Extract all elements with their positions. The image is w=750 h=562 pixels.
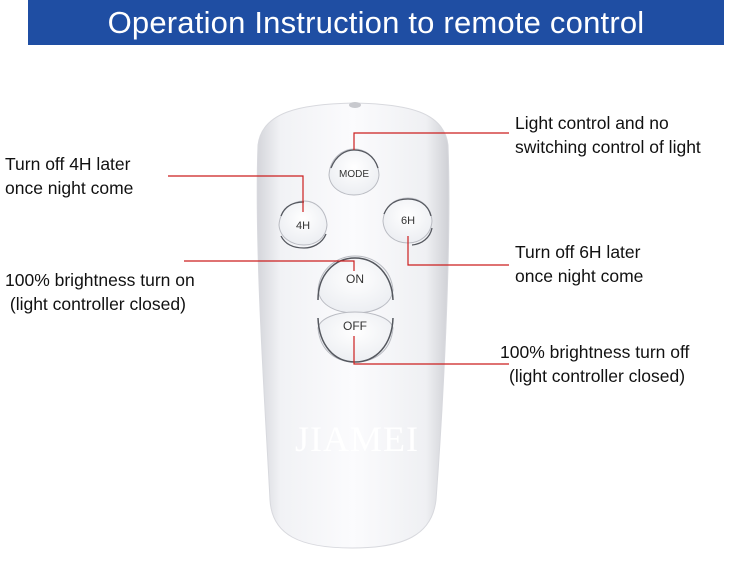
- six-hour-button[interactable]: 6H: [382, 197, 433, 246]
- mode-leader-line: [353, 132, 509, 150]
- mode-callout: Light control and no switching control o…: [515, 111, 701, 159]
- six-hour-callout: Turn off 6H later once night come: [515, 240, 643, 288]
- six-hour-callout-line-2: once night come: [515, 266, 644, 286]
- off-callout-line-2: (light controller closed): [509, 366, 686, 386]
- four-hour-button-label: 4H: [296, 220, 310, 232]
- off-callout: 100% brightness turn off (light controll…: [500, 340, 689, 388]
- mode-callout-line-1: Light control and no: [515, 113, 669, 133]
- brand-logo: JIAMEI: [295, 419, 419, 459]
- off-button[interactable]: OFF: [317, 311, 394, 363]
- mode-button-label: MODE: [339, 169, 369, 180]
- on-button-label: ON: [346, 272, 364, 286]
- mode-callout-line-2: switching control of light: [515, 137, 701, 157]
- on-callout: 100% brightness turn on (light controlle…: [5, 268, 195, 316]
- title-banner: Operation Instruction to remote control: [28, 0, 724, 45]
- off-callout-line-1: 100% brightness turn off: [500, 342, 690, 362]
- four-hour-callout-line-2: once night come: [5, 178, 134, 198]
- remote-top-nub: [349, 102, 361, 108]
- four-hour-callout: Turn off 4H later once night come: [5, 152, 133, 200]
- four-hour-callout-line-1: Turn off 4H later: [5, 154, 131, 174]
- six-hour-leader-line: [407, 236, 509, 266]
- off-button-label: OFF: [343, 319, 367, 333]
- on-callout-line-2: (light controller closed): [5, 294, 186, 314]
- six-hour-button-label: 6H: [401, 215, 415, 227]
- off-leader-line: [353, 336, 509, 365]
- page-title: Operation Instruction to remote control: [107, 4, 645, 40]
- four-hour-button[interactable]: 4H: [278, 200, 328, 249]
- six-hour-callout-line-1: Turn off 6H later: [515, 242, 641, 262]
- on-leader-line: [184, 260, 355, 271]
- four-hour-leader-line: [168, 175, 304, 212]
- on-button[interactable]: ON: [317, 255, 394, 314]
- on-callout-line-1: 100% brightness turn on: [5, 270, 195, 290]
